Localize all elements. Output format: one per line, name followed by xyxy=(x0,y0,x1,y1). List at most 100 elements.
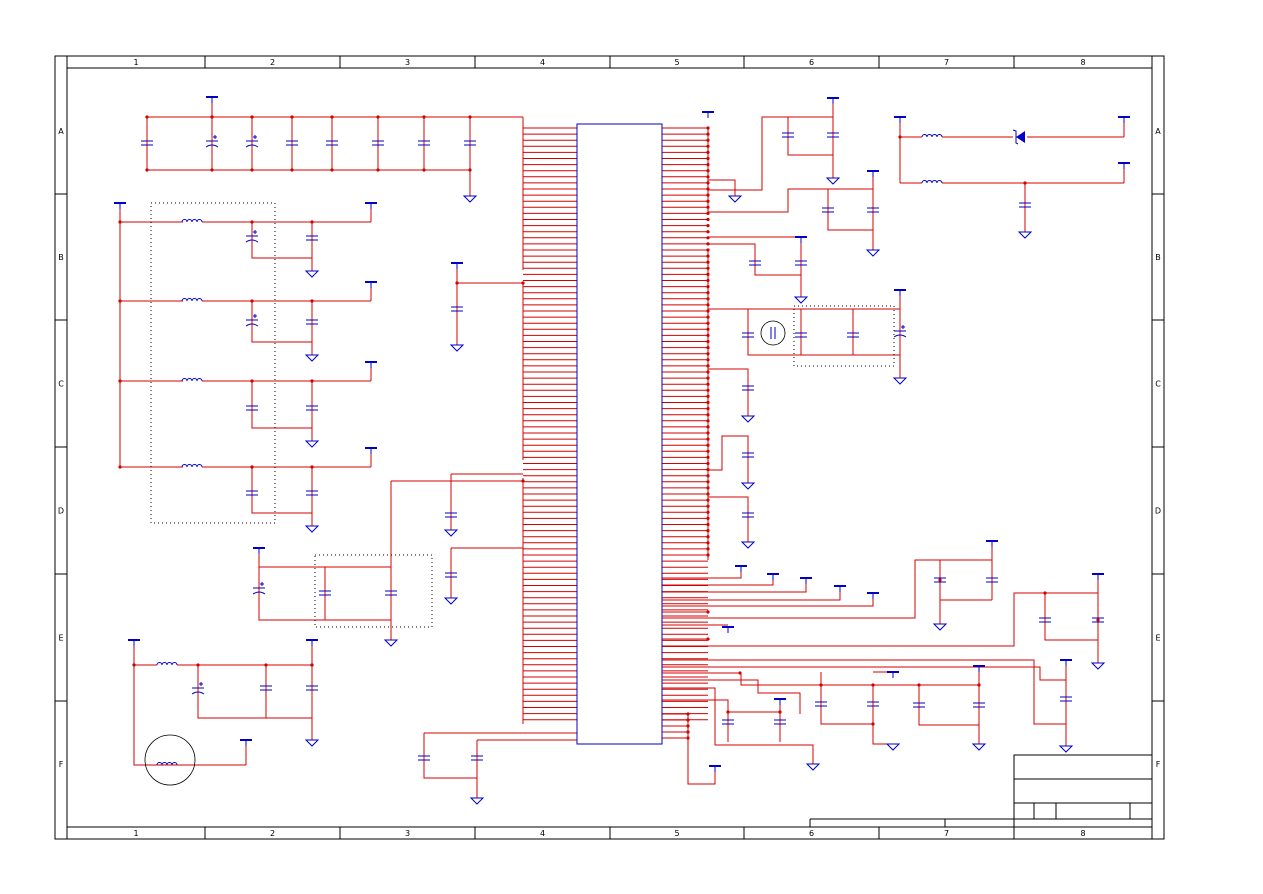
capacitor-icon xyxy=(742,452,754,458)
junction-dot xyxy=(706,610,710,614)
ground-icon xyxy=(1017,231,1033,239)
junction-dot xyxy=(686,730,690,734)
power-rail-icon xyxy=(887,671,899,678)
ground-icon xyxy=(304,270,320,278)
power-rail-icon xyxy=(451,262,463,269)
row-label: B xyxy=(1155,253,1161,262)
junction-dot xyxy=(376,168,380,172)
wire xyxy=(662,592,1098,647)
polarized-capacitor-icon xyxy=(245,314,259,327)
junction-dot xyxy=(706,400,710,405)
junction-dot xyxy=(706,522,710,527)
capacitor-icon xyxy=(385,590,397,596)
junction-dot xyxy=(706,181,710,185)
power-rail-icon xyxy=(867,170,879,177)
shield-outline xyxy=(150,202,276,524)
capacitor-icon xyxy=(770,327,776,339)
wire xyxy=(197,665,312,719)
junction-dot xyxy=(898,135,902,139)
junction-dot xyxy=(706,248,710,252)
column-label: 8 xyxy=(1080,58,1085,67)
junction-dot xyxy=(706,309,710,313)
power-rail-icon xyxy=(253,547,265,554)
junction-dot xyxy=(118,220,122,224)
capacitor-icon xyxy=(306,685,318,691)
row-label: D xyxy=(58,507,64,516)
junction-dot xyxy=(977,683,981,687)
junction-dot xyxy=(196,663,200,667)
junction-dot xyxy=(290,115,294,119)
column-label: 6 xyxy=(809,58,814,67)
junction-dot xyxy=(686,724,690,728)
junction-dot xyxy=(706,394,710,398)
junction-dot xyxy=(706,321,710,325)
capacitor-icon xyxy=(1019,202,1031,208)
column-label: 5 xyxy=(674,829,679,838)
junction-dot xyxy=(706,468,710,472)
wire xyxy=(662,659,1066,725)
wire xyxy=(708,496,749,542)
junction-dot xyxy=(706,150,710,154)
capacitor-icon xyxy=(1092,617,1104,623)
wire xyxy=(662,699,729,742)
row-label: B xyxy=(58,253,64,262)
capacitor-icon xyxy=(286,140,298,146)
crystal-outline xyxy=(144,734,196,786)
junction-dot xyxy=(706,230,710,234)
junction-dot xyxy=(706,443,710,447)
junction-dot xyxy=(706,272,710,276)
junction-dot xyxy=(706,437,710,441)
power-rail-icon xyxy=(206,96,218,103)
junction-dot xyxy=(521,281,525,285)
wire xyxy=(251,467,312,514)
capacitor-icon xyxy=(471,755,483,761)
junction-dot xyxy=(706,163,710,167)
junction-dot xyxy=(706,205,710,209)
junction-dot xyxy=(706,529,710,533)
junction-dot xyxy=(468,168,472,172)
capacitor-icon xyxy=(445,512,457,518)
polarized-capacitor-icon xyxy=(245,230,259,243)
ground-icon xyxy=(892,377,908,385)
capacitor-icon xyxy=(847,332,859,338)
junction-dot xyxy=(1023,181,1027,185)
junction-dot xyxy=(250,115,254,119)
ground-icon xyxy=(727,195,743,203)
inductor-icon xyxy=(921,134,943,138)
column-label: 4 xyxy=(540,58,545,67)
junction-dot xyxy=(706,547,710,551)
column-label: 2 xyxy=(270,58,275,67)
wire xyxy=(423,733,477,779)
junction-dot xyxy=(210,168,214,172)
column-label: 1 xyxy=(133,58,138,67)
junction-dot xyxy=(210,115,214,119)
shield-outlines xyxy=(150,202,895,628)
capacitor-icon xyxy=(742,332,754,338)
power-rail-icon xyxy=(735,565,747,572)
shield-outline xyxy=(793,305,895,367)
junction-dot xyxy=(706,364,710,368)
capacitor-icon xyxy=(1060,696,1072,702)
column-label: 8 xyxy=(1080,829,1085,838)
capacitor-icon xyxy=(934,577,946,583)
wire xyxy=(251,222,312,259)
ground-icon xyxy=(793,296,809,304)
junction-dot xyxy=(706,346,710,350)
column-label: 4 xyxy=(540,829,545,838)
junction-dot xyxy=(706,431,710,435)
title-block xyxy=(809,754,1153,828)
power-rail-icon xyxy=(973,665,985,672)
junction-dot xyxy=(1043,591,1047,595)
junction-dot xyxy=(455,281,459,285)
junction-dot xyxy=(264,663,268,667)
junction-dot xyxy=(706,382,710,386)
power-rail-icon xyxy=(1118,162,1130,169)
row-label: F xyxy=(59,760,64,769)
junction-dot xyxy=(706,291,710,295)
junction-dot xyxy=(706,126,710,130)
junction-dot xyxy=(330,115,334,119)
junction-dot xyxy=(706,144,710,148)
junction-dot xyxy=(521,479,525,483)
capacitor-icon xyxy=(822,207,834,213)
junction-dot xyxy=(917,683,921,687)
